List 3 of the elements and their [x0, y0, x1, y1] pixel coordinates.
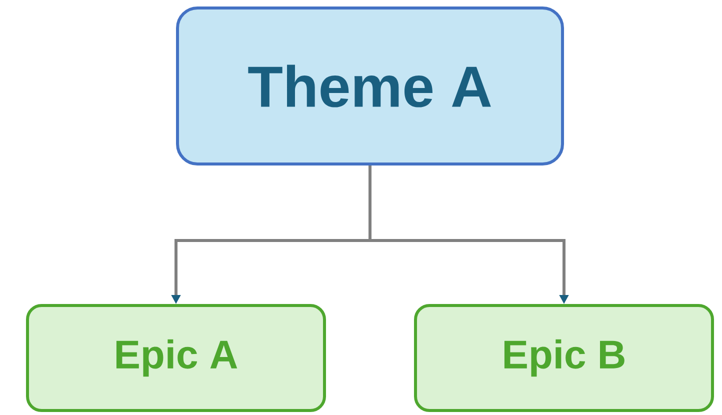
theme-box: Theme A — [176, 6, 564, 166]
epic-box: Epic A — [26, 304, 326, 412]
epic-box: Epic B — [414, 304, 714, 412]
